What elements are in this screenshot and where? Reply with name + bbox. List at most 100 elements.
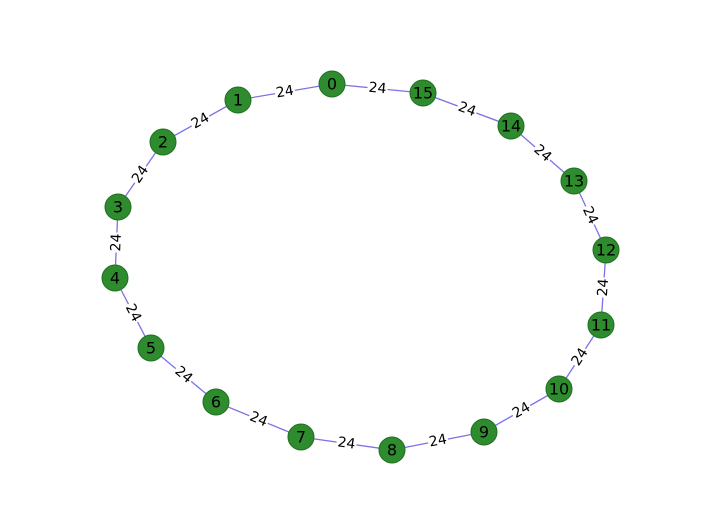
edge-label-7-8: 24 — [335, 433, 358, 454]
edge-label-background — [454, 97, 480, 122]
node-circle — [560, 167, 588, 195]
node-circle — [592, 236, 620, 264]
edge-label-14-15: 24 — [454, 97, 480, 122]
node-circle — [224, 86, 252, 114]
node-label: 8 — [387, 441, 397, 460]
edge-label-3-4: 24 — [107, 232, 126, 253]
node-3: 3 — [104, 193, 132, 221]
node-1: 1 — [224, 86, 252, 114]
edge-weight-label: 24 — [579, 204, 601, 227]
edge-label-15-0: 24 — [366, 78, 389, 99]
edge-weight-label: 24 — [368, 80, 387, 98]
node-label: 2 — [158, 133, 168, 152]
node-4: 4 — [101, 264, 129, 292]
edge-label-5-6: 24 — [170, 361, 197, 389]
edges-layer — [114, 83, 607, 451]
edge-label-9-10: 24 — [508, 397, 535, 424]
node-0: 0 — [318, 70, 346, 98]
node-13: 13 — [560, 167, 588, 195]
node-circle — [409, 79, 437, 107]
node-label: 10 — [549, 380, 569, 399]
node-15: 15 — [409, 79, 437, 107]
edge-label-4-5: 24 — [120, 299, 146, 327]
node-12: 12 — [592, 236, 620, 264]
edge-label-12-13: 24 — [577, 202, 603, 229]
edge-label-background — [426, 430, 450, 452]
node-circle — [470, 418, 498, 446]
node-circle — [318, 70, 346, 98]
edge-label-background — [187, 108, 214, 134]
edge-label-background — [566, 343, 594, 371]
node-label: 15 — [413, 84, 433, 103]
edge-weight-label: 24 — [568, 345, 591, 369]
node-label: 12 — [596, 241, 616, 260]
edge-weight-label: 24 — [247, 409, 270, 431]
edge-label-11-12: 24 — [593, 276, 614, 299]
node-circle — [101, 264, 129, 292]
edge-weight-label: 24 — [275, 83, 295, 102]
node-5: 5 — [137, 334, 165, 362]
edge-label-10-11: 24 — [566, 343, 594, 371]
edge-label-background — [366, 78, 389, 99]
edge-weight-label: 24 — [122, 301, 144, 324]
edge-weight-label: 24 — [510, 399, 533, 422]
edge-label-background — [593, 276, 614, 299]
edge-weight-label: 24 — [337, 434, 357, 452]
node-label: 1 — [233, 91, 243, 110]
edge-weight-label: 24 — [172, 363, 196, 387]
node-10: 10 — [545, 375, 573, 403]
node-8: 8 — [378, 436, 406, 464]
node-circle — [149, 128, 177, 156]
edge-weight-label: 24 — [108, 233, 125, 252]
edge-label-background — [120, 299, 146, 327]
node-9: 9 — [470, 418, 498, 446]
edge-weight-label: 24 — [189, 110, 212, 133]
node-label: 14 — [501, 117, 521, 136]
node-label: 4 — [110, 269, 120, 288]
edge-label-background — [245, 407, 272, 432]
edge-label-background — [107, 232, 126, 253]
node-circle — [104, 193, 132, 221]
node-label: 3 — [113, 198, 123, 217]
edge-label-background — [170, 361, 197, 389]
edge-label-13-14: 24 — [529, 140, 556, 167]
node-circle — [137, 334, 165, 362]
node-circle — [287, 423, 315, 451]
edge-label-background — [335, 433, 358, 454]
node-label: 0 — [327, 75, 337, 94]
edge-label-background — [577, 202, 603, 229]
edge-label-2-3: 24 — [127, 161, 154, 188]
edge-label-background — [273, 81, 297, 103]
edge-label-1-2: 24 — [187, 108, 214, 134]
node-11: 11 — [587, 311, 615, 339]
node-circle — [587, 311, 615, 339]
edge-label-6-7: 24 — [245, 407, 272, 432]
edge-label-background — [529, 140, 556, 167]
node-14: 14 — [497, 112, 525, 140]
edge-label-background — [127, 161, 154, 188]
edge-label-8-9: 24 — [426, 430, 450, 452]
edge-weight-label: 24 — [595, 278, 612, 297]
edge-weight-label: 24 — [456, 99, 478, 120]
node-label: 5 — [146, 339, 156, 358]
edge-weight-label: 24 — [531, 142, 555, 166]
node-circle — [545, 375, 573, 403]
node-circle — [497, 112, 525, 140]
edge-weight-label: 24 — [129, 163, 152, 187]
node-label: 9 — [479, 423, 489, 442]
edge-label-0-1: 24 — [273, 81, 297, 103]
edge-label-background — [508, 397, 535, 424]
node-2: 2 — [149, 128, 177, 156]
node-circle — [202, 388, 230, 416]
node-6: 6 — [202, 388, 230, 416]
node-label: 6 — [211, 393, 221, 412]
node-label: 7 — [296, 428, 306, 447]
node-circle — [378, 436, 406, 464]
node-7: 7 — [287, 423, 315, 451]
edge-weight-label: 24 — [428, 431, 449, 450]
node-label: 11 — [591, 316, 611, 335]
